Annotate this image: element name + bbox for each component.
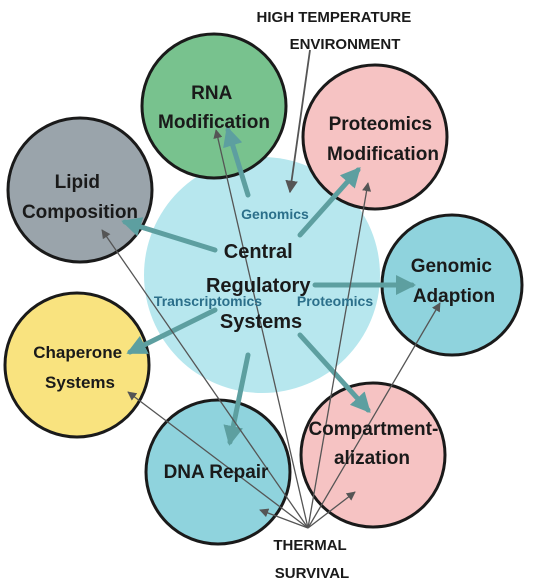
- compartmentalization-circle: [299, 381, 447, 529]
- arrow-central-to-rna: [223, 126, 251, 198]
- environment-label-line2: ENVIRONMENT: [290, 36, 401, 53]
- chaperone-systems-circle: [3, 291, 151, 439]
- arrow-central-to-proteomics-modification: [297, 167, 361, 238]
- arrow-central-to-dna-repair: [223, 352, 251, 446]
- compartmentalization-label: Compartment- alization: [308, 419, 443, 469]
- arrow-central-to-compartmentalization: [297, 332, 371, 413]
- central-label-line3: Systems: [220, 311, 302, 333]
- rna-modification-line2: Modification: [158, 112, 270, 133]
- transcriptomics-label: Transcriptomics: [154, 293, 262, 309]
- chaperone-systems-line2: Systems: [45, 373, 115, 392]
- lipid-composition-circle: [6, 116, 154, 264]
- lipid-composition-label: Lipid Composition: [22, 172, 138, 223]
- rna-modification-circle: [140, 32, 288, 180]
- arrow-survival-to-genomic-adaption: [307, 302, 441, 529]
- compartmentalization-line2: alization: [334, 448, 410, 469]
- compartmentalization-line1: Compartment-: [308, 419, 438, 440]
- genomic-adaption-line1: Genomic: [411, 256, 493, 277]
- central-systems-circle: [144, 157, 380, 393]
- arrow-survival-to-compartmentalization: [307, 491, 356, 529]
- arrow-central-to-lipid: [121, 217, 218, 253]
- rna-modification-label: RNA Modification: [158, 83, 270, 133]
- genomic-adaption-line2: Adaption: [413, 286, 495, 307]
- arrow-environment-to-central: [285, 49, 311, 194]
- proteomics-modification-label: Proteomics Modification: [327, 114, 439, 165]
- arrow-survival-to-dna-repair: [259, 508, 309, 529]
- survival-arrows: [101, 129, 441, 529]
- environment-label: HIGH TEMPERATURE ENVIRONMENT: [257, 9, 416, 53]
- genomic-adaption-label: Genomic Adaption: [411, 256, 498, 307]
- genomics-label: Genomics: [241, 206, 309, 222]
- arrow-survival-to-chaperone: [127, 391, 309, 529]
- survival-label-line2: SURVIVAL: [275, 565, 349, 582]
- proteomics-label: Proteomics: [297, 293, 373, 309]
- arrow-survival-to-lipid: [101, 229, 309, 529]
- chaperone-systems-label: Chaperone Systems: [33, 343, 127, 392]
- lipid-composition-line2: Composition: [22, 202, 138, 223]
- environment-label-line1: HIGH TEMPERATURE: [257, 9, 412, 26]
- proteomics-modification-line2: Modification: [327, 144, 439, 165]
- dna-repair-circle: [144, 398, 292, 546]
- central-label: Central Regulatory Systems: [206, 241, 316, 333]
- survival-label: THERMAL SURVIVAL: [273, 537, 350, 582]
- proteomics-modification-circle: [301, 63, 449, 211]
- proteomics-modification-line1: Proteomics: [329, 114, 432, 135]
- survival-label-line1: THERMAL: [273, 537, 346, 554]
- rna-modification-line1: RNA: [191, 83, 232, 104]
- lipid-composition-line1: Lipid: [55, 172, 100, 193]
- dna-repair-label: DNA Repair: [164, 462, 269, 483]
- arrow-survival-to-proteomics-modification: [307, 182, 372, 529]
- central-label-line1: Central: [224, 241, 293, 263]
- arrow-survival-to-rna: [213, 129, 309, 529]
- central-label-line2: Regulatory: [206, 275, 311, 297]
- chaperone-systems-line1: Chaperone: [33, 343, 122, 362]
